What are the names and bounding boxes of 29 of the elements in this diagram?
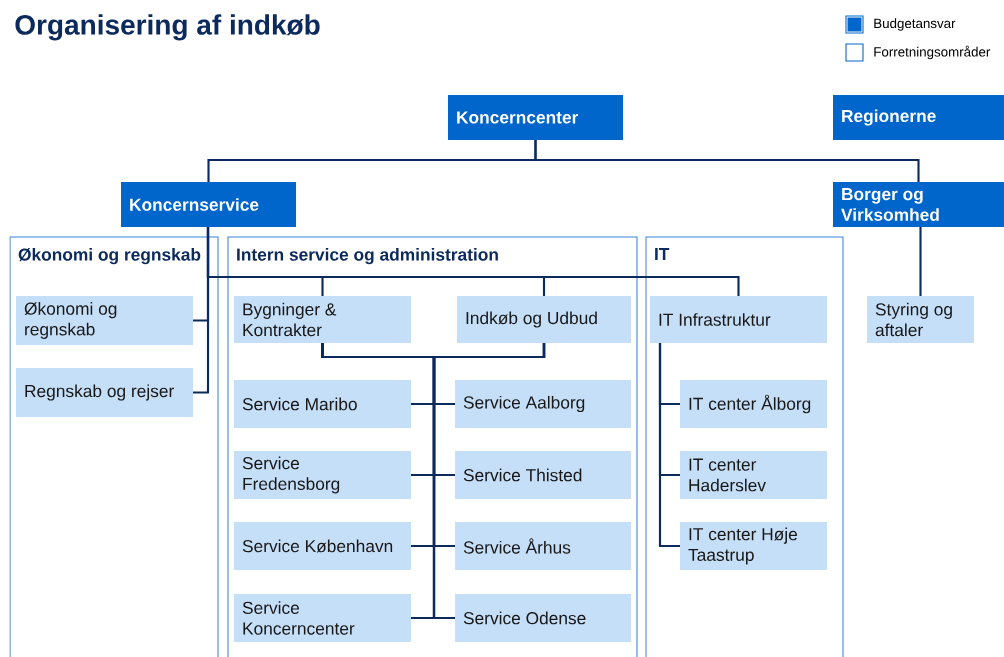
unit-box: Regnskab og rejser (16, 368, 193, 417)
unit-box: IT center Ålborg (680, 380, 827, 428)
unit-box: IT center Høje Taastrup (680, 522, 827, 570)
connector-line (206, 227, 740, 296)
connector-line (919, 227, 922, 296)
title: Organisering af indkøb (15, 14, 320, 41)
unit-box: Service Aalborg (455, 380, 631, 428)
unit-box: Service Maribo (234, 380, 411, 428)
unit-box: Styring og aftaler (867, 296, 974, 343)
unit-box: Økonomi og regnskab (16, 296, 193, 345)
unit-box: Service Odense (455, 594, 631, 642)
connector-line (534, 140, 920, 182)
department-box: Regionerne (833, 95, 1004, 140)
unit-box: Service Thisted (455, 451, 631, 499)
connector-line (432, 343, 546, 620)
unit-box: Indkøb og Udbud (457, 296, 631, 343)
department-box: Koncerncenter (448, 95, 623, 140)
unit-box: Service Koncerncenter (234, 594, 411, 642)
department-box: Koncernservice (121, 182, 296, 227)
department-box: Borger og Virksomhed (833, 182, 1004, 227)
unit-box: Bygninger & Kontrakter (234, 296, 411, 343)
unit-box: Service Fredensborg (234, 451, 411, 499)
connector-line (658, 343, 680, 548)
legend-label: Budgetansvar (874, 18, 956, 31)
unit-box: IT center Haderslev (680, 451, 827, 499)
unit-box: Service København (234, 522, 411, 570)
unit-box: Service Århus (455, 522, 631, 570)
unit-box: IT Infrastruktur (650, 296, 827, 343)
legend-label: Forretningsområder (874, 45, 991, 60)
